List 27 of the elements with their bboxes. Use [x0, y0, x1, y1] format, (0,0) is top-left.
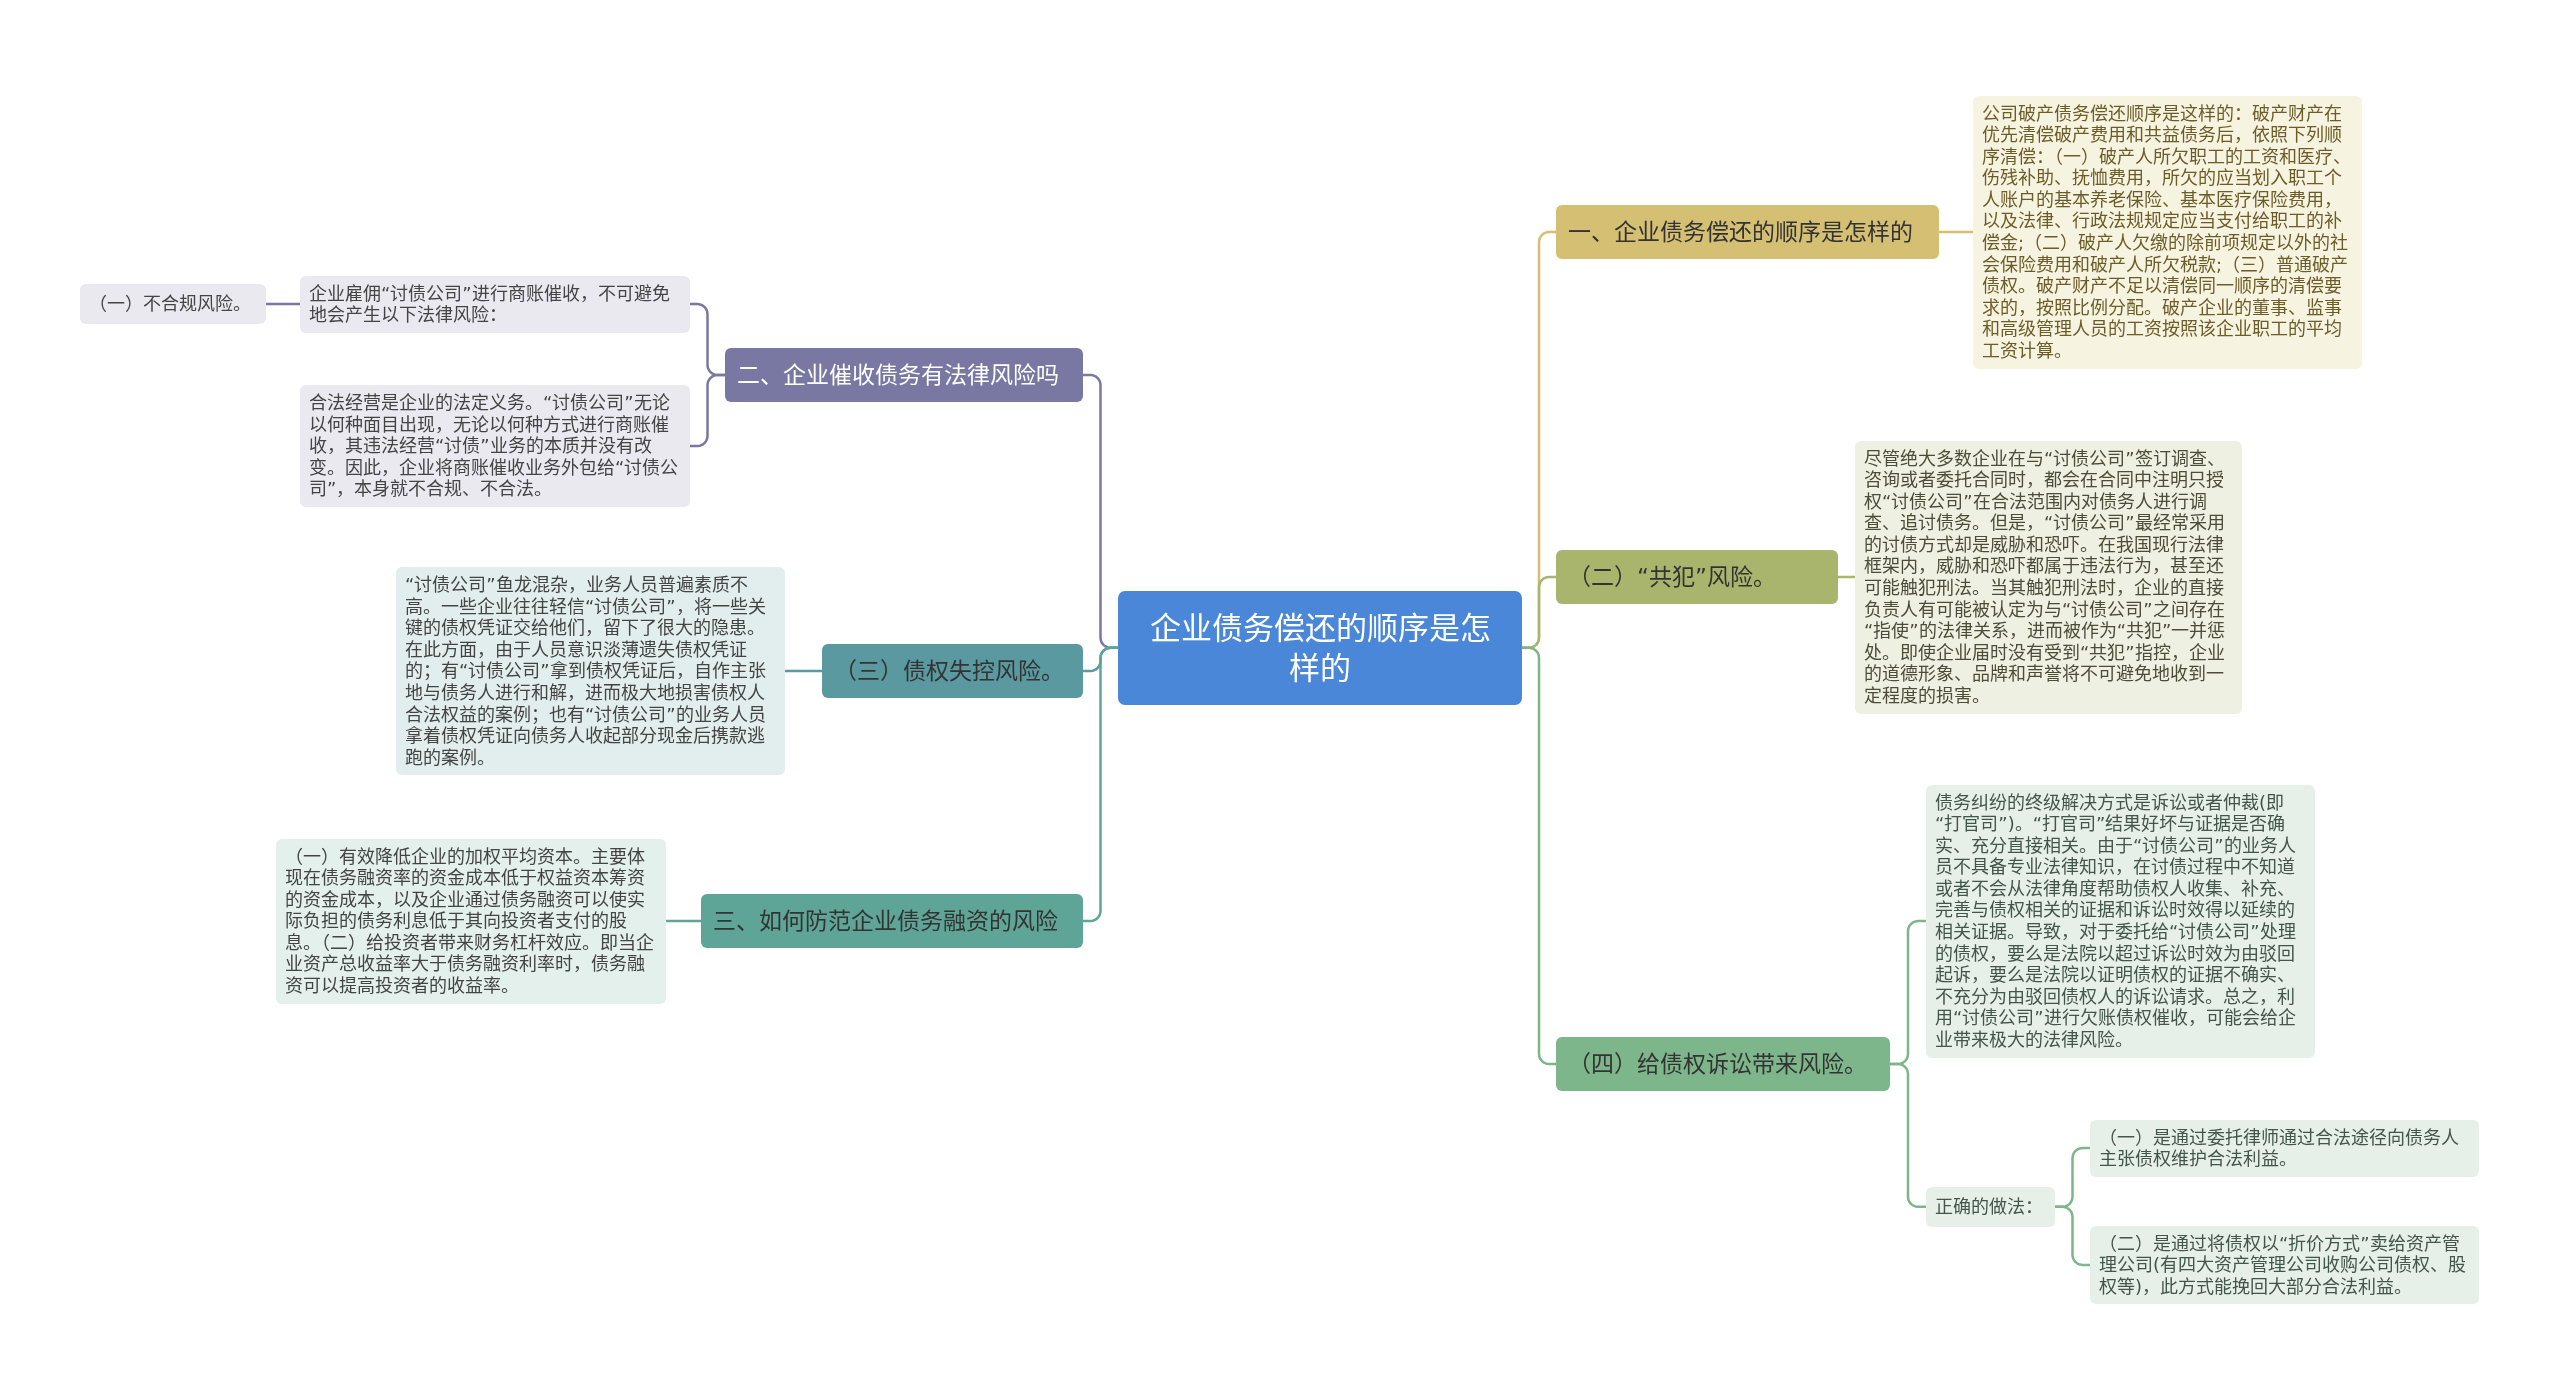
branch-topic: 一、企业债务偿还的顺序是怎样的: [1556, 205, 1939, 259]
connector-line: [1937, 230, 1975, 234]
branch-topic: 二、企业催收债务有法律风险吗: [725, 348, 1083, 402]
connector-line: [1081, 646, 1120, 923]
note-card: 尽管绝大多数企业在与“讨债公司”签订调查、咨询或者委托合同时，都会在合同中注明只授权“讨债公司”在合法范围内对债务人进行调查、追讨债务。但是，“讨债公司”最经常采用的讨债方式却是威胁和恐吓。在我国现行法律框架内，威胁和恐吓都属于违法行为，甚至还可能触犯刑法。当其触犯刑法时，企业的直接负责人有可能被认定为与“讨债公司”之间存在“指使”的法律关系，进而被作为“共犯”一并惩处。即使企业届时没有受到“共犯”指控，企业的道德形象、品牌和声誉将不可避免地收到一定程度的损害。: [1855, 440, 2242, 714]
connector-line: [664, 919, 703, 923]
connector-line: [1520, 646, 1558, 1066]
branch-topic: 三、如何防范企业债务融资的风险: [701, 894, 1083, 948]
note-card: 企业雇佣“讨债公司”进行商账催收，不可避免地会产生以下法律风险：: [300, 275, 690, 333]
connector-line: [2053, 1205, 2092, 1267]
note-card: 合法经营是企业的法定义务。“讨债公司”无论以何种面目出现，无论以何种方式进行商账催收，其违法经营“讨债”业务的本质并没有改变。因此，企业将商账催收业务外包给“讨债公司”，本身就不合规、不合法。: [300, 385, 690, 507]
connector-line: [688, 373, 727, 448]
central-topic: 企业债务偿还的顺序是怎样的: [1118, 590, 1522, 706]
branch-topic: （二）“共犯”风险。: [1556, 550, 1838, 604]
subtopic-card: （一）不合规风险。: [80, 284, 266, 324]
connector-line: [783, 669, 824, 673]
note-card: （二）是通过将债权以“折价方式”卖给资产管理公司(有四大资产管理公司收购公司债权、股权等)，此方式能挽回大部分合法利益。: [2090, 1225, 2479, 1305]
note-card: 公司破产债务偿还顺序是这样的：破产财产在优先清偿破产费用和共益债务后，依照下列顺序清偿：（一）破产人所欠职工的工资和医疗、伤残补助、抚恤费用，所欠的应当划入职工个人账户的基本养老保险、基本医疗保险费用，以及法律、行政法规规定应当支付给职工的补偿金;（二）破产人欠缴的除前项规定以外的社会保险费用和破产人所欠税款;（三）普通破产债权。破产财产不足以清偿同一顺序的清偿要求的，按照比例分配。破产企业的董事、监事和高级管理人员的工资按照该企业职工的平均工资计算。: [1973, 95, 2362, 369]
note-card: （一）是通过委托律师通过合法途径向债务人主张债权维护合法利益。: [2090, 1119, 2479, 1177]
connector-line: [1888, 1062, 1928, 1209]
note-card: 债务纠纷的终级解决方式是诉讼或者仲裁(即“打官司”)。“打官司”结果好坏与证据是否确实、充分直接相关。由于“讨债公司”的业务人员不具备专业法律知识，在讨债过程中不知道或者不会从法律角度帮助债权人收集、补充、完善与债权相关的证据和诉讼时效得以延续的相关证据。导致，对于委托给“讨债公司”处理的债权，要么是法院以超过诉讼时效为由驳回起诉，要么是法院以证明债权的证据不确实、不充分为由驳回债权人的诉讼请求。总之，利用“讨债公司”进行欠账债权催收，可能会给企业带来极大的法律风险。: [1926, 784, 2315, 1058]
note-card: “讨债公司”鱼龙混杂，业务人员普遍素质不高。一些企业往往轻信“讨债公司”，将一些关键的债权凭证交给他们，留下了很大的隐患。在此方面，由于人员意识淡薄遗失债权凭证的；有“讨债公司”拿到债权凭证后，自作主张地与债务人进行和解，进而极大地损害债权人合法权益的案例；也有“讨债公司”的业务人员拿着债权凭证向债务人收起部分现金后携款逃跑的案例。: [396, 567, 785, 776]
branch-topic: （三）债权失控风险。: [822, 644, 1083, 698]
note-card: （一）有效降低企业的加权平均资本。主要体现在债务融资率的资金成本低于权益资本筹资的资金成本，以及企业通过债务融资可以使实际负担的债务利息低于其向投资者支付的股息。（二）给投资者带来财务杠杆效应。即当企业资产总收益率大于债务融资利率时，债务融资可以提高投资者的收益率。: [276, 838, 666, 1004]
subtopic-card: 正确的做法：: [1926, 1187, 2055, 1227]
connector-line: [264, 302, 302, 306]
branch-topic: （四）给债权诉讼带来风险。: [1556, 1037, 1890, 1091]
